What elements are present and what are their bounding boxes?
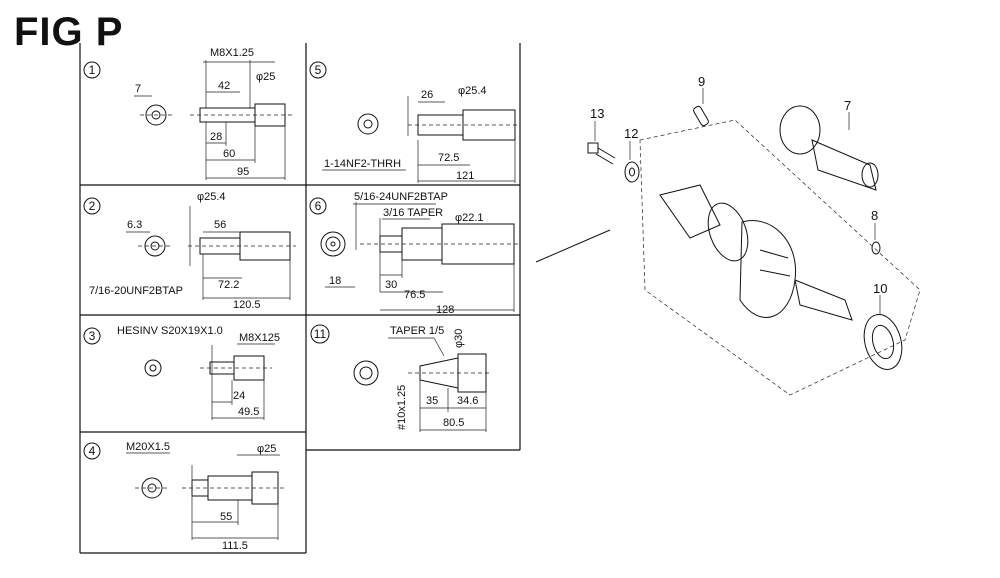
panel-3: 3 HESINV S20X19X1.0 M8X125 24 49.5 (83, 325, 280, 420)
part-10-bearing (863, 314, 903, 370)
svg-text:2: 2 (89, 199, 96, 213)
panel-grid (79, 43, 521, 554)
panel-6: 6 5/16-24UNF2BTAP 3/16 TAPER φ22.1 30 18… (309, 191, 518, 316)
svg-text:128: 128 (436, 304, 454, 316)
exploded-view: 13 12 9 7 8 10 (587, 74, 921, 396)
svg-text:6: 6 (315, 199, 322, 213)
part-label-9: 9 (698, 74, 705, 89)
panel-number: 1 (89, 63, 96, 77)
svg-text:5: 5 (315, 63, 322, 77)
svg-text:24: 24 (233, 390, 245, 402)
svg-text:56: 56 (214, 219, 226, 231)
svg-text:28: 28 (210, 131, 222, 143)
svg-text:3: 3 (89, 329, 96, 343)
svg-text:3/16 TAPER: 3/16 TAPER (383, 207, 443, 219)
svg-text:30: 30 (385, 279, 397, 291)
svg-text:6.3: 6.3 (127, 219, 142, 231)
svg-text:72.2: 72.2 (218, 279, 239, 291)
part-13-bolt (587, 142, 616, 165)
panel-4: 4 M20X1.5 φ25 55 111.5 (83, 441, 286, 552)
svg-text:φ25.4: φ25.4 (458, 85, 487, 97)
svg-text:φ30: φ30 (453, 329, 465, 348)
svg-text:M8X1.25: M8X1.25 (210, 47, 254, 59)
svg-text:95: 95 (237, 166, 249, 178)
leader-line (535, 229, 611, 263)
svg-text:60: 60 (223, 148, 235, 160)
svg-text:1-14NF2-THRH: 1-14NF2-THRH (324, 158, 401, 170)
svg-text:80.5: 80.5 (443, 417, 464, 429)
svg-text:72.5: 72.5 (438, 152, 459, 164)
part-label-12: 12 (624, 126, 638, 141)
svg-text:#10x1.25: #10x1.25 (396, 385, 408, 430)
svg-text:120.5: 120.5 (233, 299, 261, 311)
panel-number-circle (83, 61, 101, 79)
svg-text:HESINV S20X19X1.0: HESINV S20X19X1.0 (117, 325, 223, 337)
svg-text:111.5: 111.5 (222, 540, 248, 552)
svg-text:M20X1.5: M20X1.5 (126, 441, 170, 453)
svg-text:76.5: 76.5 (404, 289, 425, 301)
svg-text:35: 35 (426, 395, 438, 407)
part-12-washer (624, 161, 640, 183)
svg-text:11: 11 (314, 327, 327, 341)
svg-text:TAPER 1/5: TAPER 1/5 (390, 325, 444, 337)
svg-text:M8X125: M8X125 (239, 332, 280, 344)
svg-text:49.5: 49.5 (238, 406, 259, 418)
svg-text:7: 7 (135, 83, 141, 95)
part-label-7: 7 (844, 98, 851, 113)
svg-text:φ22.1: φ22.1 (455, 212, 484, 224)
panel-5: 5 26 φ25.4 72.5 1-14NF2-THRH 121 (309, 61, 518, 183)
panel-11: 11 TAPER 1/5 φ30 #10x1.25 35 34.6 80.5 (310, 324, 492, 432)
crankshaft-illustration (659, 184, 853, 321)
svg-text:5/16-24UNF2BTAP: 5/16-24UNF2BTAP (354, 191, 448, 203)
svg-text:42: 42 (218, 80, 230, 92)
svg-text:26: 26 (421, 89, 433, 101)
svg-text:φ25.4: φ25.4 (197, 191, 226, 203)
panel-1: 1 M8X1.25 7 42 φ25 28 60 95 (83, 47, 292, 180)
svg-text:φ25: φ25 (256, 71, 275, 83)
svg-text:55: 55 (220, 511, 232, 523)
part-9-key (693, 105, 709, 127)
svg-text:7/16-20UNF2BTAP: 7/16-20UNF2BTAP (89, 285, 183, 297)
svg-text:4: 4 (89, 444, 96, 458)
assembly-outline (639, 119, 921, 396)
figure-title: FIG P (14, 10, 124, 54)
panel-2: 2 φ25.4 6.3 56 72.2 7/16-20UNF2BTAP 120.… (83, 191, 296, 311)
part-7-camshaft (779, 105, 879, 191)
svg-text:18: 18 (329, 275, 341, 287)
svg-text:121: 121 (456, 170, 474, 182)
part-label-13: 13 (590, 106, 604, 121)
svg-text:34.6: 34.6 (457, 395, 478, 407)
svg-text:φ25: φ25 (257, 443, 276, 455)
part-label-8: 8 (871, 208, 878, 223)
part-8-pin (871, 241, 881, 255)
part-label-10: 10 (873, 281, 887, 296)
